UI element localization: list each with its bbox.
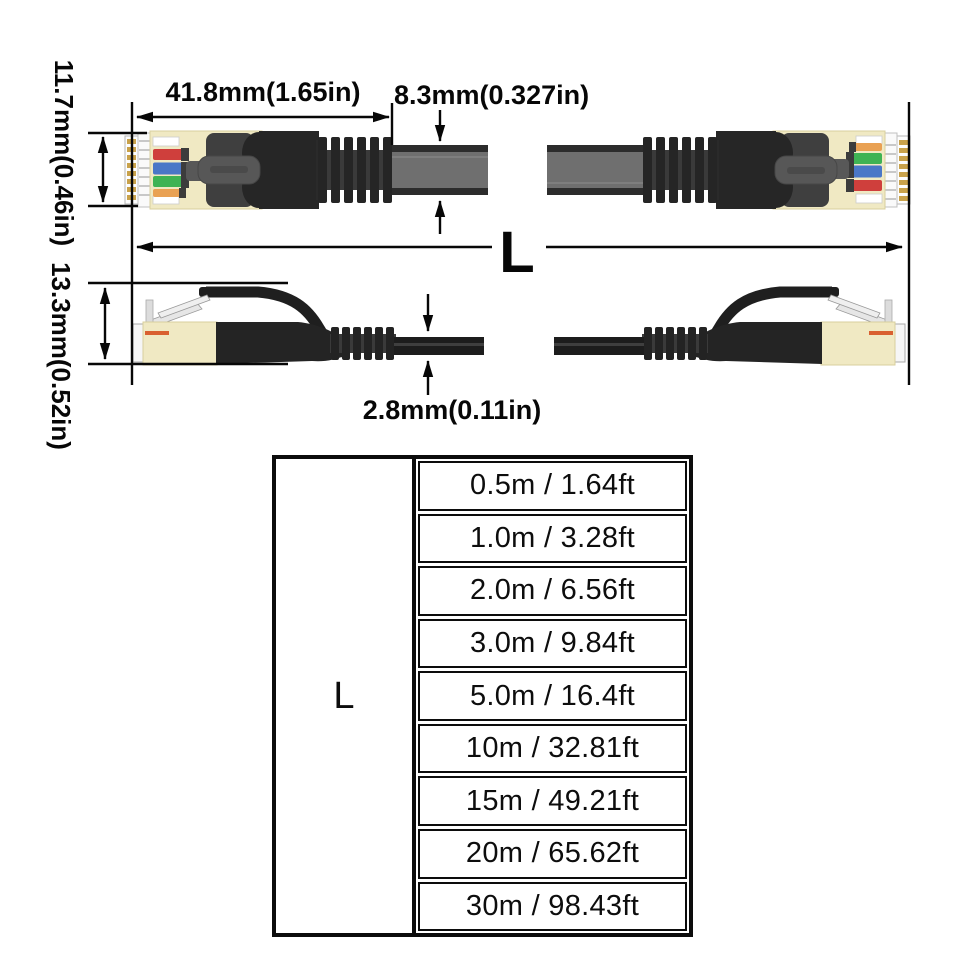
length-option-row: 30m / 98.43ft	[418, 881, 687, 932]
length-option-row: 10m / 32.81ft	[418, 723, 687, 774]
dim-label-cable-thickness: 2.8mm(0.11in)	[363, 395, 542, 425]
side-view-connector-left	[133, 287, 484, 365]
length-option-row: 5.0m / 16.4ft	[418, 671, 687, 721]
length-option-row: 2.0m / 6.56ft	[418, 566, 687, 616]
length-option-row: 3.0m / 9.84ft	[418, 618, 687, 669]
total-length-symbol: L	[499, 220, 534, 285]
length-symbol-cell: L	[276, 459, 416, 933]
dim-label-connector-length: 41.8mm(1.65in)	[165, 77, 360, 107]
length-option-row: 15m / 49.21ft	[418, 776, 687, 826]
dim-label-cable-width: 8.3mm(0.327in)	[394, 80, 589, 110]
top-view-connector-left	[124, 130, 489, 210]
cable-dimension-diagram: 41.8mm(1.65in) 8.3mm(0.327in) 11.7mm(0.4…	[46, 60, 911, 450]
dimension-lines	[88, 102, 911, 395]
length-values-column: 0.5m / 1.64ft 1.0m / 3.28ft 2.0m / 6.56f…	[416, 459, 689, 933]
top-view-connector-right	[546, 130, 911, 210]
length-option-row: 1.0m / 3.28ft	[418, 513, 687, 564]
side-view-connector-right	[554, 287, 905, 365]
length-option-row: 20m / 65.62ft	[418, 828, 687, 879]
dim-label-plug-height-top: 11.7mm(0.46in)	[49, 60, 79, 246]
length-option-row: 0.5m / 1.64ft	[418, 461, 687, 511]
length-options-table: L 0.5m / 1.64ft 1.0m / 3.28ft 2.0m / 6.5…	[272, 455, 693, 937]
dim-label-plug-height-side: 13.3mm(0.52in)	[46, 262, 76, 450]
